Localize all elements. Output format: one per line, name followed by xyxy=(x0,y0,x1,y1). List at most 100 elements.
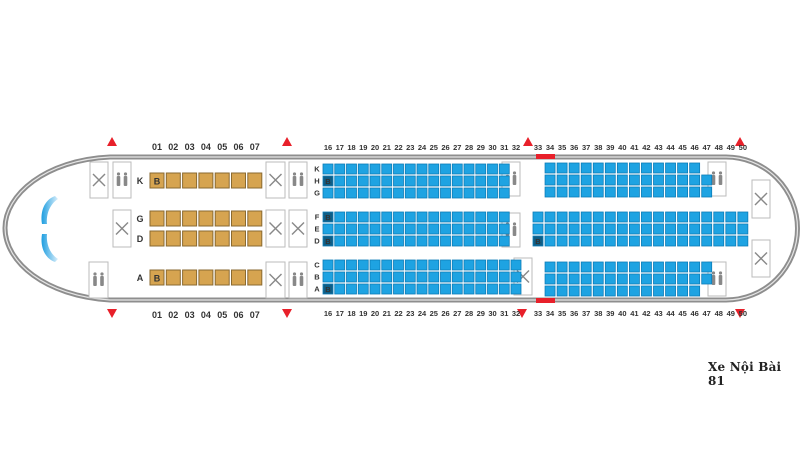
seat[interactable] xyxy=(381,223,393,235)
economy-seat-37[interactable] xyxy=(580,162,592,174)
economy-seat-26K[interactable] xyxy=(440,163,451,175)
seat[interactable] xyxy=(475,175,487,187)
economy-seat-16F[interactable]: B xyxy=(322,211,334,223)
economy-seat-25G[interactable] xyxy=(428,187,440,199)
seat[interactable] xyxy=(393,223,404,235)
seat[interactable] xyxy=(393,283,404,295)
seat[interactable] xyxy=(568,273,580,285)
seat[interactable] xyxy=(592,186,604,198)
seat[interactable] xyxy=(580,162,592,174)
economy-seat-31B[interactable] xyxy=(498,271,510,283)
seat[interactable] xyxy=(713,211,725,223)
business-seat-02D[interactable] xyxy=(165,230,181,247)
economy-seat-18K[interactable] xyxy=(346,163,357,175)
economy-seat-16A[interactable]: B xyxy=(322,283,334,295)
seat[interactable] xyxy=(357,271,369,283)
seat[interactable] xyxy=(556,223,568,235)
economy-seat-29D[interactable] xyxy=(475,235,487,247)
economy-seat-28H[interactable] xyxy=(463,175,475,187)
economy-seat-23D[interactable] xyxy=(404,235,416,247)
seat[interactable] xyxy=(346,259,357,271)
economy-seat-40[interactable] xyxy=(616,162,628,174)
economy-seat-45[interactable] xyxy=(677,186,688,198)
seat[interactable] xyxy=(556,162,568,174)
seat[interactable] xyxy=(182,210,198,227)
economy-seat-22E[interactable] xyxy=(393,223,404,235)
business-seat-02G[interactable] xyxy=(165,210,181,227)
seat[interactable] xyxy=(568,211,580,223)
economy-seat-25A[interactable] xyxy=(428,283,440,295)
seat[interactable] xyxy=(346,223,357,235)
seat[interactable] xyxy=(544,273,556,285)
economy-seat-35[interactable] xyxy=(556,162,568,174)
economy-seat-37[interactable] xyxy=(580,285,592,297)
economy-seat-30F[interactable] xyxy=(487,211,498,223)
economy-seat-43[interactable] xyxy=(653,223,664,235)
economy-seat-36[interactable] xyxy=(568,174,580,186)
economy-seat-31G[interactable] xyxy=(498,187,510,199)
economy-seat-39[interactable] xyxy=(604,174,616,186)
business-seat-06D[interactable] xyxy=(231,230,246,247)
seat[interactable] xyxy=(149,230,165,247)
seat[interactable] xyxy=(198,210,214,227)
seat[interactable] xyxy=(689,211,701,223)
economy-seat-20B[interactable] xyxy=(369,271,381,283)
economy-seat-24E[interactable] xyxy=(416,223,428,235)
seat[interactable] xyxy=(665,285,676,297)
economy-seat-44[interactable] xyxy=(665,235,676,247)
economy-seat-20E[interactable] xyxy=(369,223,381,235)
economy-seat-25E[interactable] xyxy=(428,223,440,235)
economy-seat-26C[interactable] xyxy=(440,259,451,271)
economy-seat-46[interactable] xyxy=(689,162,701,174)
seat[interactable] xyxy=(334,175,346,187)
seat[interactable] xyxy=(440,283,451,295)
seat[interactable] xyxy=(629,162,640,174)
economy-seat-40[interactable] xyxy=(616,186,628,198)
seat[interactable] xyxy=(665,273,676,285)
economy-seat-22H[interactable] xyxy=(393,175,404,187)
seat[interactable] xyxy=(451,283,463,295)
economy-seat-19B[interactable] xyxy=(357,271,369,283)
seat[interactable] xyxy=(334,187,346,199)
economy-seat-39[interactable] xyxy=(604,273,616,285)
seat[interactable] xyxy=(416,259,428,271)
seat[interactable] xyxy=(629,211,640,223)
economy-seat-47[interactable] xyxy=(701,186,713,198)
economy-seat-29G[interactable] xyxy=(475,187,487,199)
economy-seat-23A[interactable] xyxy=(404,283,416,295)
seat[interactable] xyxy=(428,211,440,223)
economy-seat-36[interactable] xyxy=(568,285,580,297)
seat[interactable] xyxy=(665,162,676,174)
economy-seat-16D[interactable]: B xyxy=(322,235,334,247)
economy-seat-18H[interactable] xyxy=(346,175,357,187)
economy-seat-20K[interactable] xyxy=(369,163,381,175)
economy-seat-40[interactable] xyxy=(616,235,628,247)
seat[interactable] xyxy=(322,271,334,283)
seat[interactable] xyxy=(475,283,487,295)
seat[interactable] xyxy=(404,271,416,283)
economy-seat-24F[interactable] xyxy=(416,211,428,223)
seat[interactable] xyxy=(440,175,451,187)
seat[interactable] xyxy=(510,271,522,283)
economy-seat-37[interactable] xyxy=(580,211,592,223)
seat[interactable] xyxy=(604,235,616,247)
economy-seat-18C[interactable] xyxy=(346,259,357,271)
seat[interactable] xyxy=(428,187,440,199)
economy-seat-25C[interactable] xyxy=(428,259,440,271)
seat[interactable] xyxy=(544,223,556,235)
seat[interactable] xyxy=(440,223,451,235)
seat[interactable] xyxy=(701,223,713,235)
seat[interactable] xyxy=(641,273,652,285)
economy-seat-24K[interactable] xyxy=(416,163,428,175)
economy-seat-44[interactable] xyxy=(665,174,676,186)
economy-seat-33[interactable] xyxy=(532,211,544,223)
economy-seat-28G[interactable] xyxy=(463,187,475,199)
seat[interactable] xyxy=(737,235,749,247)
seat[interactable] xyxy=(498,211,510,223)
economy-seat-50[interactable] xyxy=(737,235,749,247)
economy-seat-26G[interactable] xyxy=(440,187,451,199)
seat[interactable] xyxy=(346,175,357,187)
economy-seat-30H[interactable] xyxy=(487,175,498,187)
seat[interactable] xyxy=(544,261,556,273)
economy-seat-24D[interactable] xyxy=(416,235,428,247)
